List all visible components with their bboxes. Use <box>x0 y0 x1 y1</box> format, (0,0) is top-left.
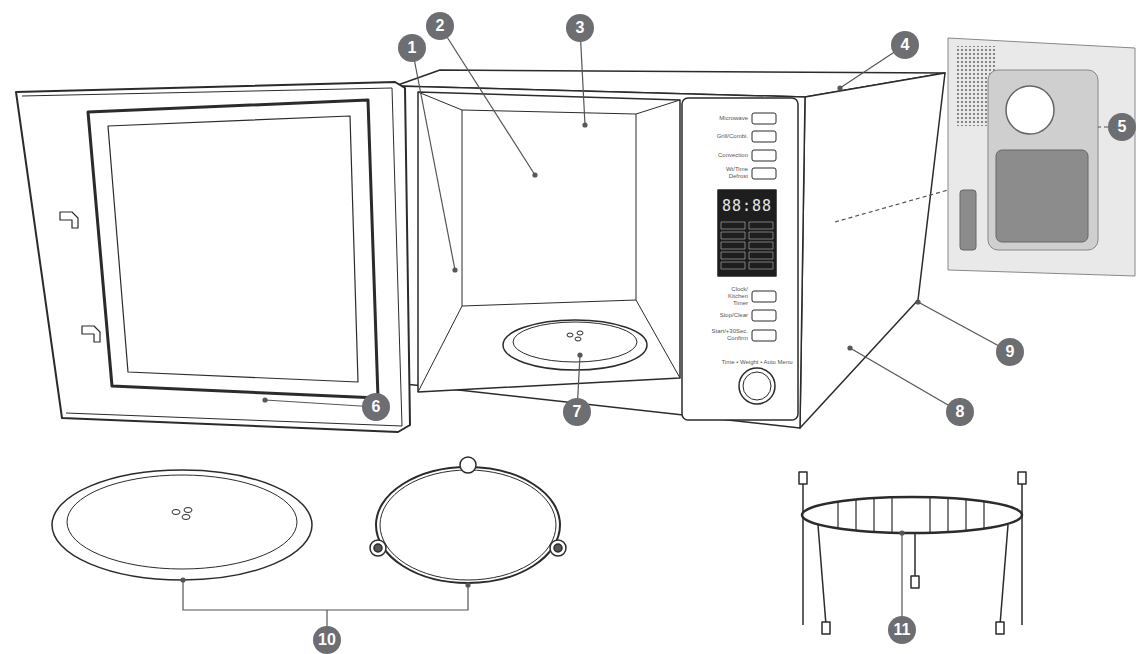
display <box>718 190 776 276</box>
grill-rack <box>799 472 1026 634</box>
callout-number: 7 <box>563 398 591 426</box>
callout-circles <box>313 12 1136 654</box>
turntable-inside <box>503 320 647 370</box>
side-face <box>800 73 945 428</box>
dial-label: Time • Weight • Auto Menu <box>717 359 797 366</box>
side-panel-detail <box>948 38 1135 276</box>
callout-number: 6 <box>362 393 390 421</box>
callout-number: 1 <box>398 34 426 62</box>
control-label: Convection <box>698 152 748 159</box>
control-label: Wt/Time Defrost <box>718 166 748 180</box>
control-label: Start/+30Sec. Confirm <box>710 328 748 342</box>
door-latch <box>60 212 78 228</box>
callout-number: 4 <box>891 31 919 59</box>
callout-number: 10 <box>313 626 341 654</box>
control-panel <box>682 98 798 420</box>
control-label: Clock/ Kitchen Timer <box>714 286 748 307</box>
callout-number: 9 <box>996 338 1024 366</box>
callout-number: 5 <box>1108 113 1136 141</box>
dial <box>739 368 775 404</box>
control-label: Microwave <box>698 115 748 122</box>
door-window-frame <box>88 100 378 398</box>
display-readout: 88:88 <box>719 197 775 215</box>
door <box>16 82 410 432</box>
door-window <box>108 116 358 382</box>
bracket <box>183 580 468 610</box>
roller-ring <box>376 467 560 583</box>
control-label: Grill/Combi. <box>698 133 748 140</box>
control-label: Stop/Clear <box>698 312 748 319</box>
callout-number: 11 <box>888 616 916 644</box>
callout-number: 8 <box>946 398 974 426</box>
cavity-back <box>462 110 636 306</box>
callout-number: 3 <box>566 14 594 42</box>
door-latch <box>82 326 100 342</box>
glass-tray <box>52 470 312 580</box>
callout-number: 2 <box>426 12 454 40</box>
cavity-opening <box>418 92 680 392</box>
front-face <box>395 86 805 428</box>
